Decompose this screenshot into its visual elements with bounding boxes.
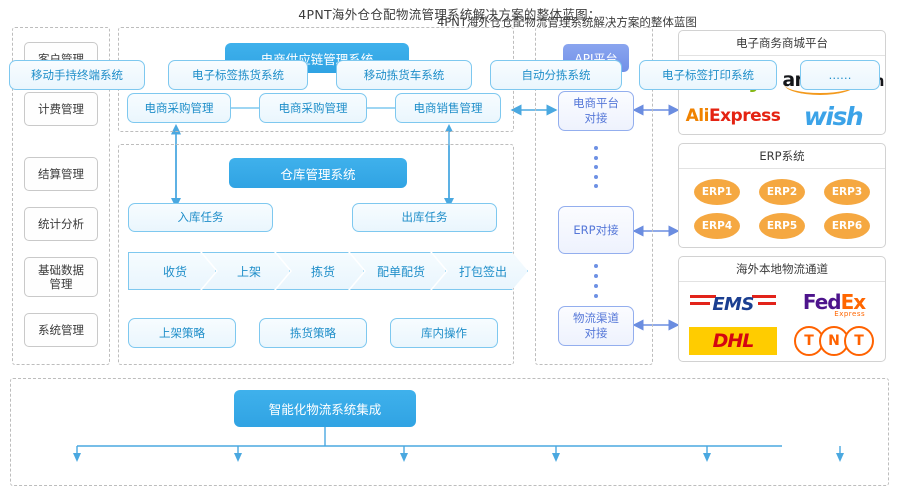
overseas-logistics-panel: 海外本地物流通道 EMS FedEx Express DHL [678,256,886,362]
api-region [535,27,653,365]
step-label: 上架 [236,264,261,279]
bottom-item-etag-printing[interactable]: 电子标签打印系统 [639,60,777,90]
warehouse-title[interactable]: 仓库管理系统 [229,158,407,188]
hub-label: 智能化物流系统集成 [268,402,382,417]
fedex-fed-part: Fed [802,290,842,314]
page-title: 4PNT海外仓仓配物流管理系统解决方案的整体蓝图： [298,7,601,22]
inbound-task-box[interactable]: 入库任务 [128,203,273,232]
fedex-ex-part: Ex [840,290,867,314]
bottom-region [10,378,889,486]
bottom-item-label: 自动分拣系统 [521,68,591,82]
outbound-task-box[interactable]: 出库任务 [352,203,497,232]
box-label: 入库任务 [177,210,224,225]
dhl-logo: DHL [683,325,783,357]
step-label: 打包签出 [458,264,507,279]
step-label: 收货 [162,264,187,279]
erp-item-1[interactable]: ERP1 [694,179,740,205]
erp-system-panel: ERP系统 ERP1 ERP2 ERP3 ERP4 ERP5 ERP6 [678,143,886,248]
bottom-item-label: 电子标签打印系统 [662,68,754,82]
process-step-receive[interactable]: 收货 [128,252,216,290]
aliexpress-logo: AliExpress [685,100,781,132]
ems-logo: EMS [683,288,783,322]
wish-logo: wish [783,100,883,132]
bottom-item-auto-sorting[interactable]: 自动分拣系统 [490,60,622,90]
bottom-title: 4PNT海外仓仓配物流管理系统解决方案的整体蓝图 [437,15,697,29]
panel-body: EMS FedEx Express DHL T N T [679,282,885,361]
sidebar-item-label: 统计分析 [38,216,84,231]
logistics-channel-connector[interactable]: 物流渠道 对接 [558,306,634,346]
erp-label: ERP4 [701,220,733,232]
panel-title: 电子商务商城平台 [679,31,885,56]
ecommerce-platform-connector[interactable]: 电商平台 对接 [558,91,634,131]
box-label: 电商销售管理 [413,100,483,115]
ecommerce-purchase-box-2[interactable]: 电商采购管理 [259,93,367,123]
step-label: 拣货 [310,264,335,279]
sidebar-item-label: 基础数据 管理 [38,262,84,291]
bottom-item-mobile-cart[interactable]: 移动拣货车系统 [336,60,472,90]
box-label: 电商采购管理 [278,100,348,115]
connector-label: ERP对接 [573,222,619,237]
erp-item-5[interactable]: ERP5 [759,213,805,239]
ecommerce-purchase-box-1[interactable]: 电商采购管理 [127,93,231,123]
amazon-smile-icon [784,84,857,95]
in-warehouse-operation-box[interactable]: 库内操作 [390,318,498,348]
sidebar-item-statistics[interactable]: 统计分析 [24,207,98,241]
erp-item-3[interactable]: ERP3 [824,179,870,205]
erp-connector[interactable]: ERP对接 [558,206,634,254]
tnt-logo: T N T [785,325,883,357]
fedex-express-sub: Express [834,310,866,318]
bottom-item-label: 移动手持终端系统 [31,68,123,82]
bottom-item-etag-picking[interactable]: 电子标签拣货系统 [168,60,308,90]
sidebar-item-label: 计费管理 [38,101,84,116]
intelligent-logistics-hub[interactable]: 智能化物流系统集成 [234,390,416,427]
step-label: 配单配货 [376,264,425,279]
shelving-strategy-box[interactable]: 上架策略 [128,318,236,348]
fedex-logo: FedEx Express [785,288,883,322]
dhl-wordmark: DHL [689,327,777,355]
sidebar-item-settlement[interactable]: 结算管理 [24,157,98,191]
sidebar-region [12,27,110,365]
box-label: 拣货策略 [290,325,336,340]
connector-label: 电商平台 对接 [573,96,619,125]
wish-wordmark: wish [803,101,864,131]
panel-title: ERP系统 [679,144,885,169]
erp-label: ERP6 [831,220,863,232]
box-label: 上架策略 [159,325,205,340]
sidebar-item-system[interactable]: 系统管理 [24,313,98,347]
dot-separator-2 [594,264,598,298]
panel-title: 海外本地物流通道 [679,257,885,282]
ali-part: Ali [685,106,710,126]
bottom-item-handheld[interactable]: 移动手持终端系统 [9,60,145,90]
panel-body: ERP1 ERP2 ERP3 ERP4 ERP5 ERP6 [679,169,885,247]
erp-label: ERP1 [701,186,733,198]
erp-label: ERP5 [766,220,798,232]
bottom-item-more[interactable]: …… [800,60,880,90]
bottom-item-label: 移动拣货车系统 [363,68,445,82]
warehouse-title-label: 仓库管理系统 [280,166,356,182]
bottom-item-label: 电子标签拣货系统 [192,68,284,82]
sidebar-item-label: 系统管理 [38,322,84,337]
picking-strategy-box[interactable]: 拣货策略 [259,318,367,348]
box-label: 电商采购管理 [144,100,214,115]
erp-label: ERP2 [766,186,798,198]
bottom-item-label: …… [828,68,852,82]
sidebar-item-label: 结算管理 [38,166,84,181]
ems-wordmark: EMS [712,294,754,315]
connector-label: 物流渠道 对接 [573,311,619,340]
express-part: Express [708,106,781,126]
sidebar-item-basic-data[interactable]: 基础数据 管理 [24,257,98,297]
tnt-letter-t2: T [844,326,874,356]
dot-separator-1 [594,146,598,188]
erp-item-4[interactable]: ERP4 [694,213,740,239]
ecommerce-sales-box[interactable]: 电商销售管理 [395,93,501,123]
erp-label: ERP3 [831,186,863,198]
sidebar-item-billing[interactable]: 计费管理 [24,92,98,126]
erp-item-6[interactable]: ERP6 [824,213,870,239]
process-step-pack-signout[interactable]: 打包签出 [432,252,528,290]
process-step-allocate[interactable]: 配单配货 [350,252,446,290]
erp-item-2[interactable]: ERP2 [759,179,805,205]
box-label: 出库任务 [401,210,448,225]
box-label: 库内操作 [421,325,467,340]
